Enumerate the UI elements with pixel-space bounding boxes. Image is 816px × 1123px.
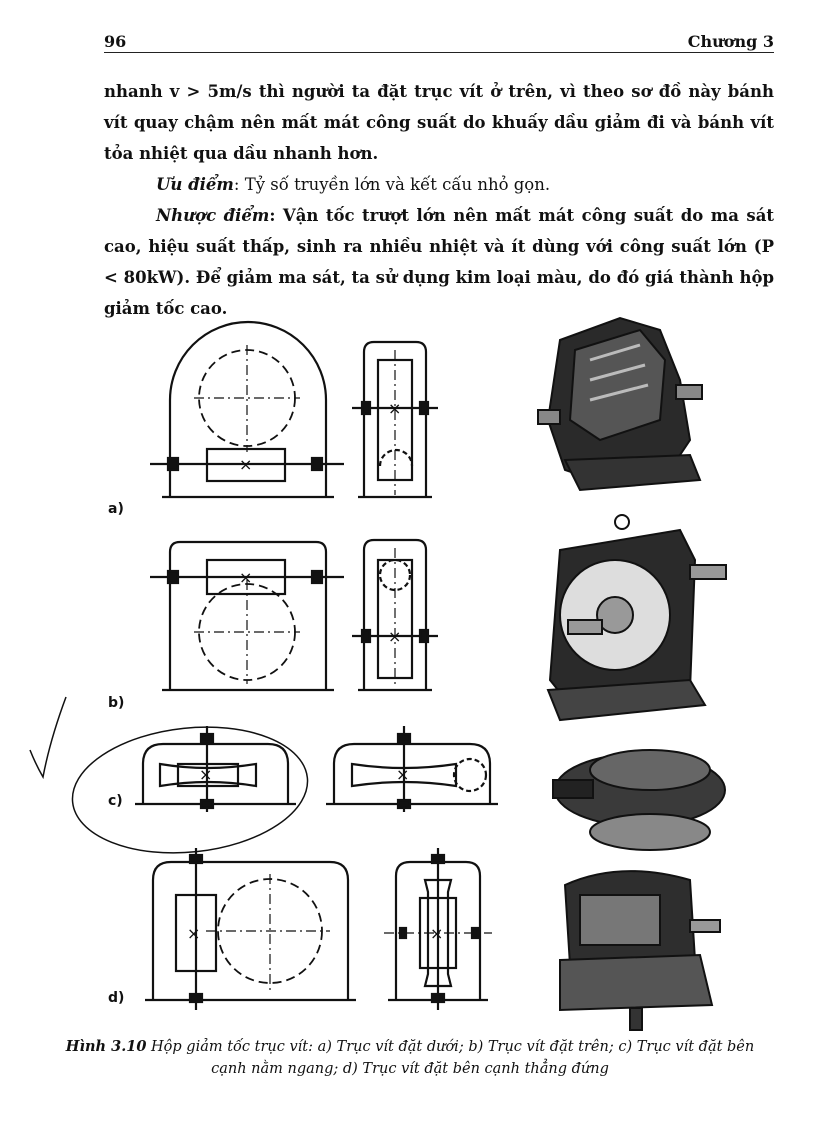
svg-text:×: × (187, 924, 200, 943)
schematic-d-front: × (145, 848, 356, 1010)
svg-text:×: × (430, 924, 443, 943)
label-d: d) (108, 990, 125, 1006)
schematic-c-side: × (326, 726, 498, 812)
figure-caption: Hình 3.10 Hộp giảm tốc trục vít: a) Trục… (60, 1036, 760, 1080)
svg-text:×: × (388, 627, 401, 646)
gearbox-photo-a (537, 316, 703, 492)
gearbox-photo-b (546, 514, 727, 722)
advantages-label: Ưu điểm (156, 175, 234, 194)
caption-text: Hộp giảm tốc trục vít: a) Trục vít đặt d… (146, 1039, 755, 1077)
svg-text:×: × (396, 765, 409, 784)
paragraph-1: nhanh v > 5m/s thì người ta đặt trục vít… (104, 82, 774, 163)
schematic-b-side: × (352, 538, 438, 692)
gearbox-photo-d (559, 870, 721, 1031)
disadvantages-label: Nhược điểm (156, 206, 270, 225)
label-c: c) (108, 793, 123, 809)
svg-text:×: × (199, 765, 212, 784)
schematic-a-front: × (150, 320, 344, 499)
paragraph-disadvantages: Nhược điểm: Vận tốc trượt lớn nên mất má… (104, 200, 774, 324)
page-number: 96 (104, 32, 127, 51)
advantages-text: : Tỷ số truyền lớn và kết cấu nhỏ gọn. (233, 175, 551, 194)
schematic-b-front: × (150, 540, 344, 692)
gearbox-photo-c (552, 749, 726, 851)
label-b: b) (108, 695, 125, 711)
svg-text:×: × (239, 568, 252, 587)
schematic-a-side: × (352, 340, 438, 499)
schematic-d-side: × (384, 848, 492, 1010)
paragraph-advantages: Ưu điểm: Tỷ số truyền lớn và kết cấu nhỏ… (104, 169, 774, 200)
hand-drawn-circle-mark (71, 726, 309, 854)
chapter-title: Chương 3 (687, 32, 774, 51)
svg-text:×: × (388, 399, 401, 418)
schematic-c-front: × (135, 726, 296, 812)
label-a: a) (108, 501, 124, 517)
page-header: 96 Chương 3 (104, 30, 774, 53)
disadvantages-text: : Vận tốc trượt lớn nên mất mát công suấ… (104, 206, 775, 318)
svg-text:×: × (239, 455, 252, 474)
caption-number: Hình 3.10 (65, 1038, 147, 1055)
hand-drawn-check-icon (29, 696, 67, 780)
